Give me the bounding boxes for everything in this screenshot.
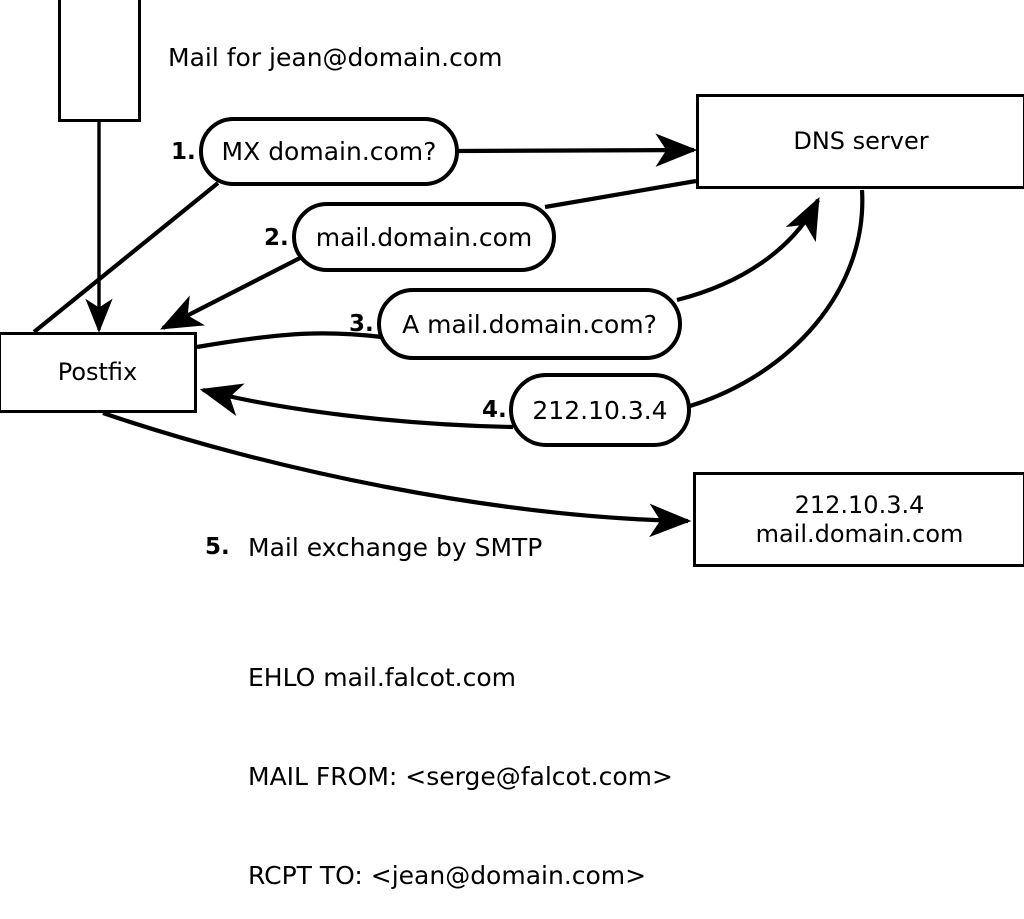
connector-dns-to-bubble4 bbox=[689, 189, 865, 409]
arrow-bubble3-to-dns bbox=[676, 196, 820, 303]
connector-postfix-to-bubble1 bbox=[32, 181, 220, 334]
smtp-transcript: EHLO mail.falcot.com MAIL FROM: <serge@f… bbox=[248, 595, 673, 919]
bubble-1-label: MX domain.com? bbox=[221, 137, 437, 166]
target-box-text: 212.10.3.4 mail.domain.com bbox=[756, 491, 964, 548]
message-bubble-mx-answer: mail.domain.com bbox=[292, 202, 556, 272]
step-number-3: 3. bbox=[349, 311, 374, 337]
target-hostname-label: mail.domain.com bbox=[755, 519, 964, 548]
step-number-5: 5. bbox=[205, 534, 230, 560]
target-mail-server-box: 212.10.3.4 mail.domain.com bbox=[693, 472, 1024, 567]
bubble-4-label: 212.10.3.4 bbox=[532, 395, 668, 425]
postfix-server-box: Postfix bbox=[0, 332, 197, 413]
mail-user-agent-box bbox=[58, 0, 141, 122]
arrow-postfix-to-target bbox=[102, 411, 692, 538]
arrow-bubble4-to-postfix bbox=[199, 383, 514, 430]
connector-postfix-to-bubble3 bbox=[196, 331, 383, 350]
smtp-exchange-caption: Mail exchange by SMTP bbox=[248, 533, 543, 562]
arrow-bubble1-to-dns bbox=[455, 133, 698, 167]
mail-for-caption: Mail for jean@domain.com bbox=[168, 43, 503, 72]
bubble-3-label: A mail.domain.com? bbox=[402, 309, 657, 339]
smtp-line: MAIL FROM: <serge@falcot.com> bbox=[248, 762, 673, 791]
message-bubble-mx-query: MX domain.com? bbox=[199, 117, 459, 186]
target-ip-label: 212.10.3.4 bbox=[794, 491, 925, 520]
step-number-4: 4. bbox=[482, 397, 507, 423]
dns-server-box: DNS server bbox=[696, 94, 1024, 189]
smtp-line: RCPT TO: <jean@domain.com> bbox=[248, 861, 647, 890]
smtp-line: EHLO mail.falcot.com bbox=[248, 663, 517, 692]
step-number-1: 1. bbox=[171, 139, 196, 165]
dns-server-label: DNS server bbox=[793, 127, 929, 156]
message-bubble-a-query: A mail.domain.com? bbox=[377, 288, 682, 360]
postfix-label: Postfix bbox=[57, 358, 138, 387]
arrow-bubble2-to-postfix bbox=[160, 256, 301, 330]
message-bubble-a-answer: 212.10.3.4 bbox=[509, 373, 691, 447]
bubble-2-label: mail.domain.com bbox=[315, 222, 533, 252]
step-number-2: 2. bbox=[264, 225, 289, 251]
connector-dns-to-bubble2 bbox=[544, 178, 697, 210]
